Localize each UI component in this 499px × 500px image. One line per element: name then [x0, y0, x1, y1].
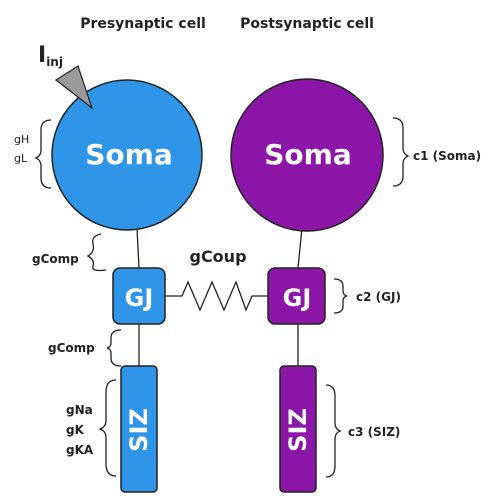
c2-brace — [333, 278, 348, 314]
injection-label: Iinj — [38, 43, 63, 69]
soma-conductance-1: gH — [14, 133, 29, 146]
postsynaptic-gj-label: GJ — [283, 284, 312, 312]
soma-conductance-brace — [34, 119, 52, 189]
pre-soma-gj-link — [136, 227, 140, 269]
siz-conductance-1: gNa — [66, 403, 93, 417]
compartment-label-c1: c1 (Soma) — [413, 149, 481, 163]
presynaptic-gj-label: GJ — [125, 284, 154, 312]
coupling-label: gCoup — [189, 247, 246, 266]
coupling-resistor-icon — [165, 280, 268, 312]
lower-gcomp-brace — [106, 329, 122, 367]
presynaptic-siz — [120, 365, 158, 493]
postsynaptic-title: Postsynaptic cell — [240, 16, 374, 32]
presynaptic-soma — [51, 79, 203, 231]
presynaptic-soma-label: Soma — [85, 138, 172, 171]
presynaptic-title: Presynaptic cell — [80, 16, 206, 32]
postsynaptic-soma — [230, 78, 384, 232]
postsynaptic-siz-label: SIZ — [284, 408, 312, 452]
upper-gcomp-label: gComp — [32, 252, 79, 266]
compartment-label-c3: c3 (SIZ) — [348, 425, 400, 439]
siz-conductance-3: gKA — [66, 443, 94, 457]
siz-conductance-2: gK — [66, 423, 85, 437]
siz-conductance-brace — [97, 379, 117, 477]
postsynaptic-siz — [279, 365, 317, 493]
lower-gcomp-label: gComp — [48, 341, 95, 355]
post-soma-gj-link — [297, 227, 303, 269]
c1-brace — [392, 117, 410, 187]
c3-brace — [325, 384, 342, 478]
presynaptic-siz-label: SIZ — [125, 408, 153, 452]
soma-conductance-2: gL — [14, 152, 28, 165]
upper-gcomp-brace — [86, 233, 107, 272]
compartment-label-c2: c2 (GJ) — [356, 290, 401, 304]
postsynaptic-soma-label: Soma — [264, 138, 351, 171]
electrode-icon — [54, 65, 94, 110]
